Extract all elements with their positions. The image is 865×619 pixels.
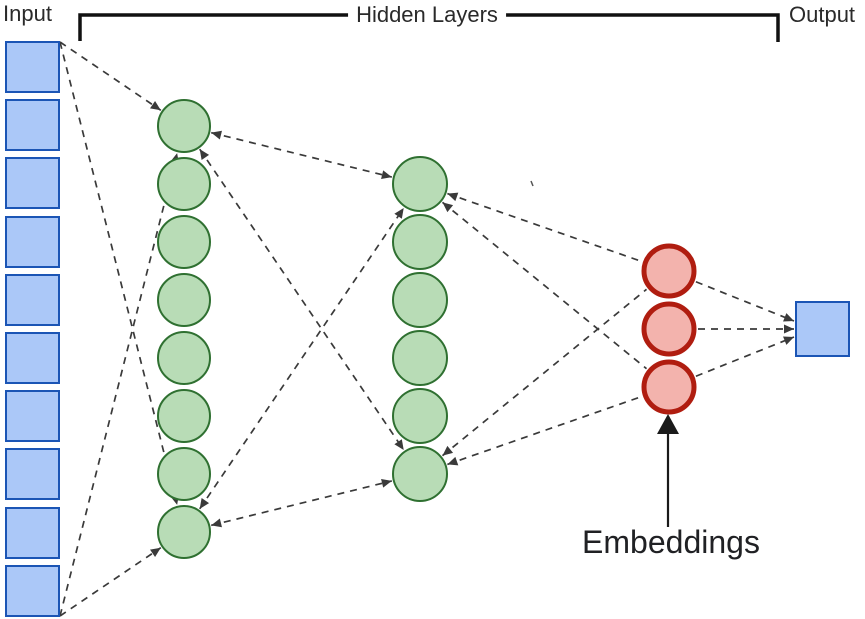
connector-arrowhead bbox=[150, 547, 161, 558]
connector-line bbox=[210, 131, 393, 178]
input-node bbox=[5, 565, 60, 617]
input-node bbox=[5, 390, 60, 442]
connector-arrowhead bbox=[442, 202, 454, 213]
connector-arrowhead bbox=[442, 445, 454, 456]
hidden-node bbox=[157, 505, 211, 559]
hidden-node bbox=[157, 273, 211, 327]
input-node bbox=[5, 41, 60, 93]
connector-line bbox=[199, 207, 405, 510]
connector-arrowhead bbox=[199, 149, 210, 160]
stray-mark bbox=[530, 180, 534, 187]
connector-arrowhead bbox=[150, 100, 161, 111]
input-label: Input bbox=[3, 1, 52, 26]
hidden-node bbox=[157, 157, 211, 211]
connector-arrowhead bbox=[381, 478, 392, 488]
connector-arrowhead bbox=[199, 498, 210, 509]
hidden-layers-label: Hidden Layers bbox=[348, 2, 506, 28]
connector-line bbox=[59, 41, 162, 111]
connector-line bbox=[199, 148, 405, 451]
input-node bbox=[5, 507, 60, 559]
hidden-node bbox=[392, 272, 448, 328]
input-node bbox=[5, 274, 60, 326]
hidden-node bbox=[157, 447, 211, 501]
connector-line bbox=[59, 152, 178, 617]
connector-line bbox=[59, 547, 162, 617]
input-node bbox=[5, 216, 60, 268]
connector-line bbox=[210, 480, 393, 527]
connector-arrowhead bbox=[381, 170, 392, 180]
connector-arrowhead bbox=[211, 130, 222, 140]
connector-line bbox=[695, 336, 795, 378]
connector-line bbox=[59, 41, 178, 506]
output-label: Output bbox=[789, 2, 856, 27]
hidden-node bbox=[392, 330, 448, 386]
connector-arrowhead bbox=[447, 192, 459, 202]
connector-arrowhead bbox=[394, 439, 404, 450]
hidden-node bbox=[157, 99, 211, 153]
connector-line bbox=[441, 201, 648, 370]
embedding-node bbox=[641, 301, 697, 357]
input-node bbox=[5, 99, 60, 151]
embeddings-label: Embeddings bbox=[582, 524, 760, 560]
embedding-node bbox=[641, 359, 697, 415]
connector-line bbox=[447, 395, 642, 466]
connector-arrowhead bbox=[211, 518, 222, 528]
embeddings-arrowhead bbox=[657, 414, 679, 434]
input-node bbox=[5, 448, 60, 500]
connector-arrowhead bbox=[784, 324, 794, 334]
hidden-node bbox=[392, 214, 448, 270]
hidden-node bbox=[392, 156, 448, 212]
input-node bbox=[5, 332, 60, 384]
input-node bbox=[5, 157, 60, 209]
connector-arrowhead bbox=[394, 208, 404, 219]
hidden-node bbox=[392, 446, 448, 502]
connector-line bbox=[447, 192, 642, 263]
embedding-node bbox=[641, 243, 697, 299]
connector-line bbox=[441, 288, 648, 457]
connector-arrowhead bbox=[783, 336, 794, 345]
output-node bbox=[795, 301, 850, 357]
hidden-node bbox=[157, 389, 211, 443]
hidden-node bbox=[157, 215, 211, 269]
connector-arrowhead bbox=[447, 456, 459, 466]
connector-arrowhead bbox=[783, 313, 794, 322]
hidden-node bbox=[157, 331, 211, 385]
connector-line bbox=[695, 280, 795, 322]
hidden-node bbox=[392, 388, 448, 444]
